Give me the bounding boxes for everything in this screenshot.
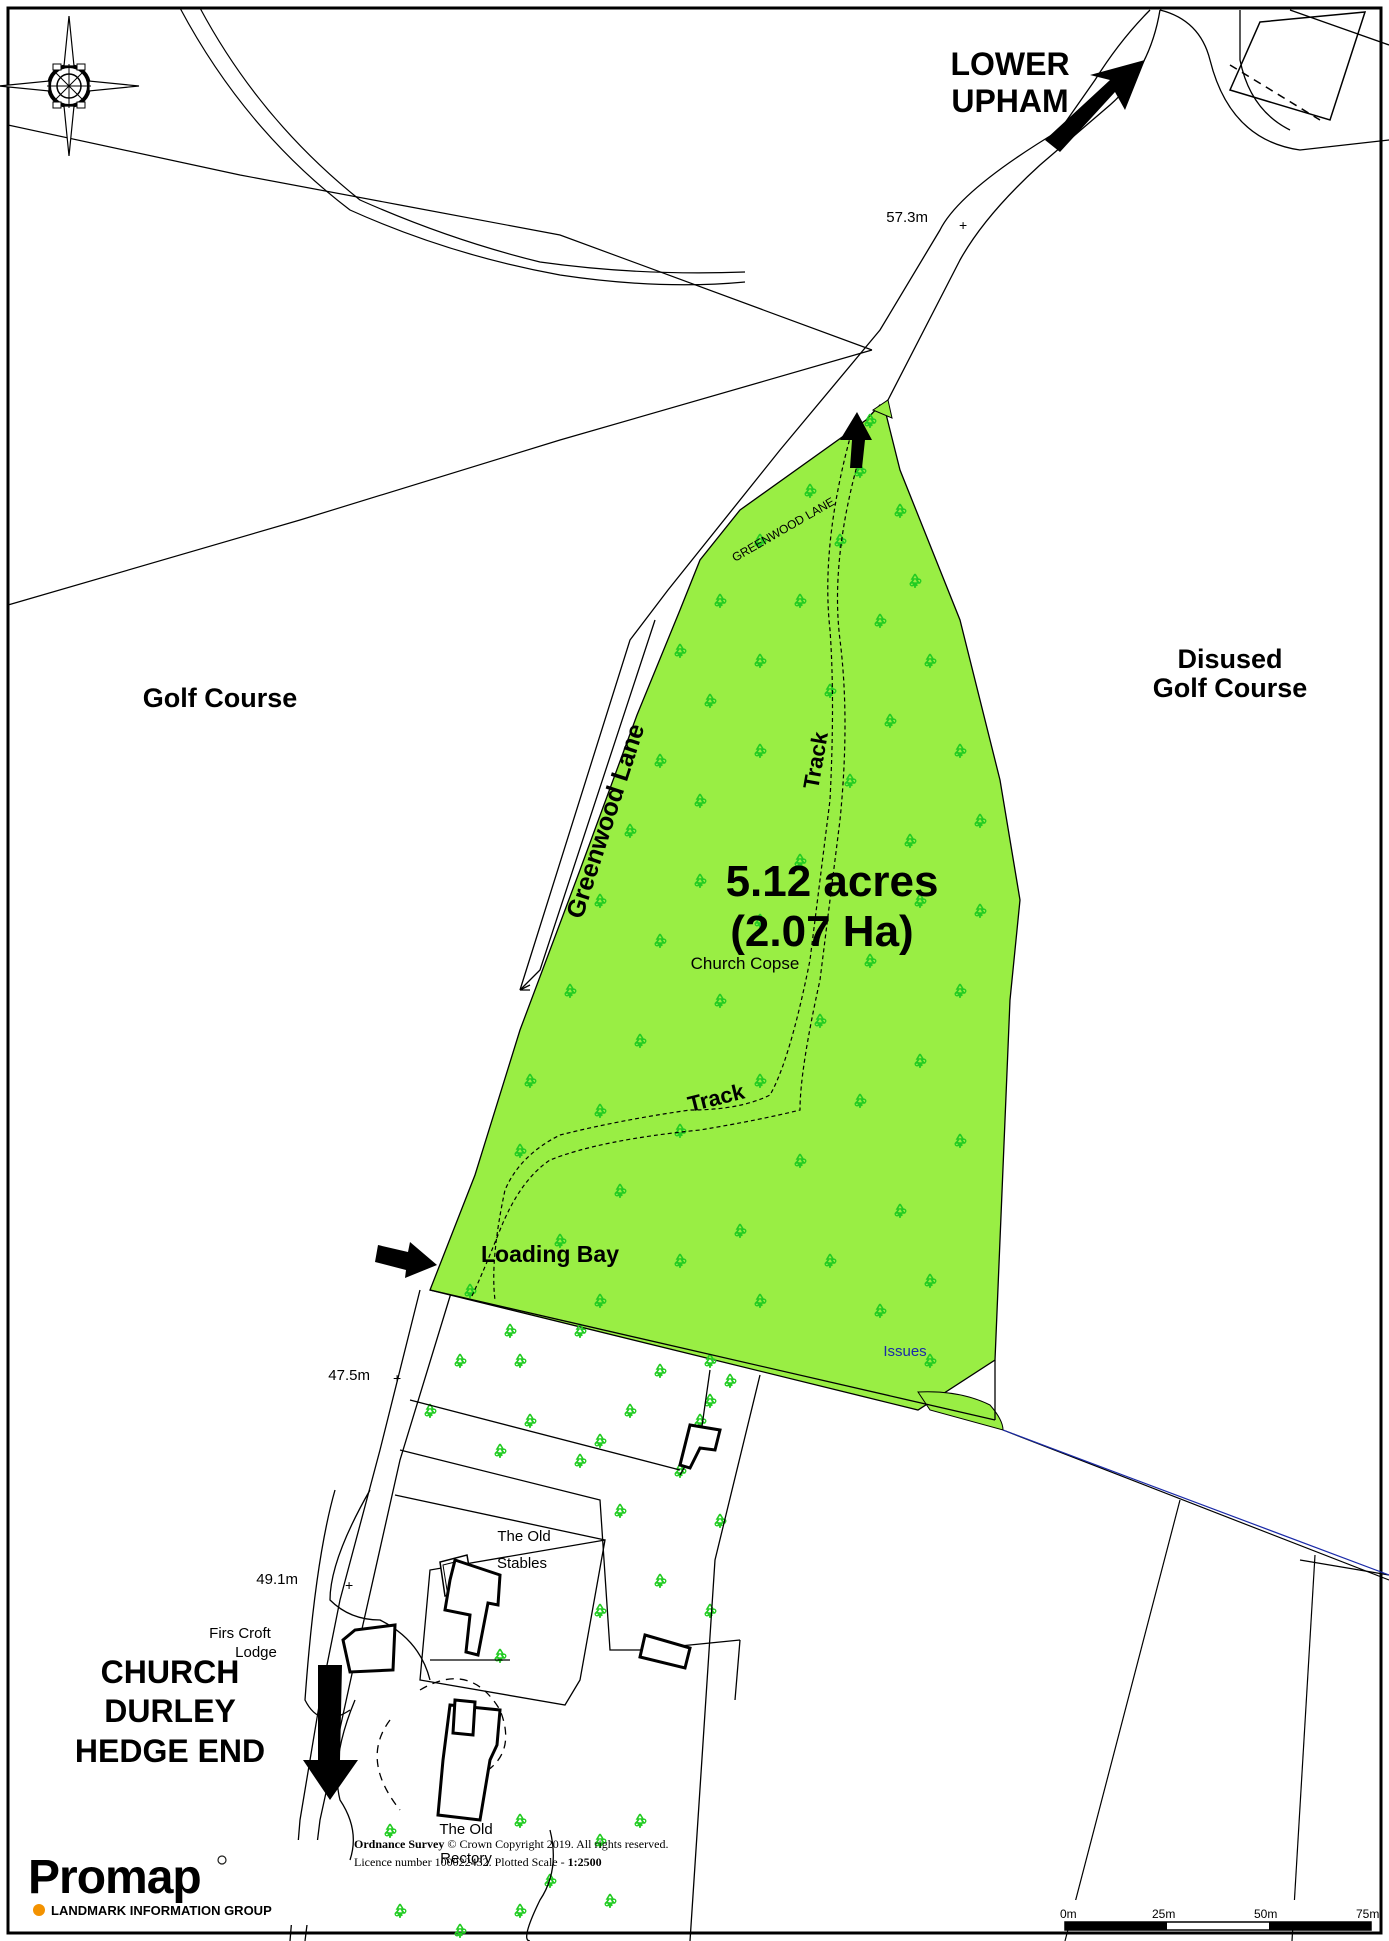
promap-logo: Promap <box>28 1851 201 1904</box>
woodland-tip <box>871 399 893 419</box>
arrow-track-north <box>840 412 872 468</box>
disused-label-line1: Disused <box>1177 644 1282 674</box>
scale-0m: 0m <box>1060 1907 1077 1921</box>
old-stables-line2: Stables <box>497 1555 547 1572</box>
buildings <box>341 1423 722 1822</box>
promap-registered-mark <box>217 1855 227 1865</box>
spot-height-mark-north: + <box>959 217 967 233</box>
arrow-loading-bay <box>375 1242 437 1278</box>
property-boundaries <box>304 1289 996 1941</box>
old-rectory-line1: The Old <box>439 1821 492 1838</box>
disused-label-line2: Golf Course <box>1153 673 1308 703</box>
scale-25m: 25m <box>1152 1907 1175 1921</box>
arrow-to-lower-upham <box>1045 60 1145 152</box>
track-path <box>469 419 861 1301</box>
landmark-dot-icon <box>33 1904 45 1916</box>
building-top-right <box>1228 11 1367 121</box>
direction-arrows <box>303 60 1145 1800</box>
loading-bay-label: Loading Bay <box>481 1241 619 1267</box>
spot-height-north: 57.3m <box>886 209 928 226</box>
spot-height-mark-south: + <box>345 1577 353 1593</box>
scale-50m: 50m <box>1254 1907 1277 1921</box>
map-frame <box>6 6 1383 1935</box>
plot-acres: 5.12 acres <box>726 857 939 906</box>
destination-top-line2: UPHAM <box>951 83 1068 119</box>
field-boundaries <box>7 7 1389 1941</box>
old-stables-line1: The Old <box>497 1528 550 1545</box>
destination-top-line1: LOWER <box>950 46 1069 82</box>
issues-label: Issues <box>883 1343 926 1360</box>
logo-backing <box>14 1840 334 1925</box>
destination-bottom-line1: CHURCH <box>101 1654 240 1690</box>
boundary-line-east <box>1002 1429 1389 1576</box>
firs-croft-line1: Firs Croft <box>209 1625 271 1642</box>
arrow-to-church-durley <box>303 1665 358 1800</box>
compass-rose-icon <box>0 15 140 157</box>
spot-height-mark-middle: + <box>393 1370 401 1386</box>
scale-bar: 0m 25m 50m 75m <box>1055 1900 1379 1931</box>
woodland-extension <box>917 1391 1004 1431</box>
scale-75m: 75m <box>1356 1907 1379 1921</box>
firs-croft-line2: Lodge <box>235 1644 277 1661</box>
copyright-line1: Ordnance Survey © Crown Copyright 2019. … <box>354 1837 668 1851</box>
destination-bottom-line2: DURLEY <box>104 1693 236 1729</box>
plot-hectares: (2.07 Ha) <box>730 907 913 956</box>
golf-course-label: Golf Course <box>143 683 298 713</box>
copyright-line2: Licence number 100022432. Plotted Scale … <box>354 1855 602 1869</box>
landmark-subtitle: LANDMARK INFORMATION GROUP <box>51 1903 272 1918</box>
spot-height-middle: 47.5m <box>328 1367 370 1384</box>
destination-bottom-line3: HEDGE END <box>75 1733 265 1769</box>
spot-height-south: 49.1m <box>256 1571 298 1588</box>
plot-name: Church Copse <box>691 954 800 973</box>
old-rectory-line2: Rectory <box>440 1850 492 1867</box>
